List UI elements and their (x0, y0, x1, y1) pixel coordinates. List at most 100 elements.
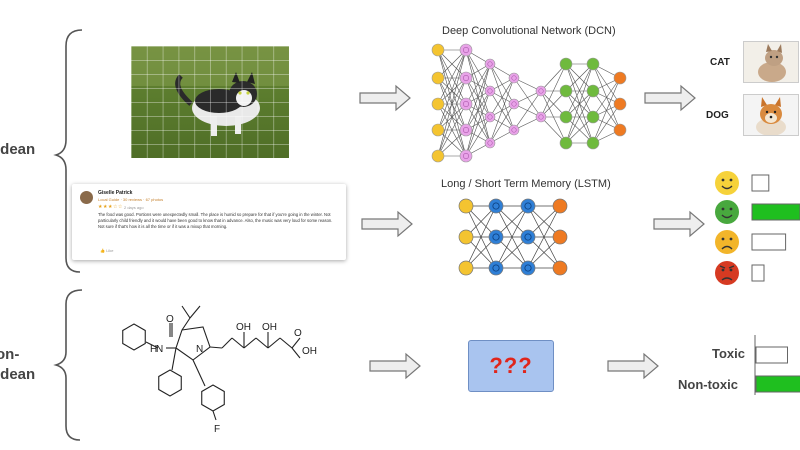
dcn-node-l2-n1 (484, 85, 496, 97)
dcn-node-l4-n0 (535, 85, 547, 97)
dcn-edge (437, 77, 467, 105)
dcn-node-l0-n4 (431, 149, 445, 163)
dcn-node-l3-n1 (508, 98, 520, 110)
dcn-node-l1-n0 (459, 43, 473, 57)
dcn-node-l6-n1 (586, 84, 600, 98)
dcn-title: Deep Convolutional Network (DCN) (442, 25, 616, 37)
face-disc (715, 261, 739, 285)
dcn-node-l5-n2 (559, 110, 573, 124)
molecule-atom-5: OH (236, 322, 251, 333)
dcn-edge (437, 77, 467, 157)
face-brow-right (728, 265, 735, 269)
molecule-bond-8 (192, 359, 206, 387)
dcn-edge (437, 103, 467, 157)
lstm-edge (495, 236, 529, 269)
dcn-node-ring (462, 46, 469, 53)
dcn-edge (465, 63, 491, 105)
phenyl-ring-top (122, 323, 146, 351)
molecule-bond-18 (291, 347, 301, 359)
top-brace (53, 29, 83, 273)
dcn-node-l0-n2 (431, 97, 445, 111)
lstm-node-ring (524, 233, 532, 241)
dcn-edge (489, 77, 515, 118)
bottom-side-label-line1: on- (0, 346, 20, 363)
dcn-node-l3-n0 (508, 72, 520, 84)
face-mouth (721, 214, 733, 219)
lstm-edge (465, 205, 497, 269)
face-eye-left (721, 237, 725, 241)
block-arrow-3 (644, 84, 696, 112)
molecule-bond-7 (171, 347, 177, 371)
dcn-node-ring (462, 101, 469, 108)
dcn-node-l5-n1 (559, 84, 573, 98)
review-text: The food was good. Portions were unexpec… (98, 212, 333, 229)
review-like-label: Like (106, 248, 114, 253)
molecule-bond-1 (145, 341, 159, 349)
lstm-node-l2-n0 (520, 198, 536, 214)
dcn-node-ring (462, 127, 469, 134)
dcn-edge (465, 63, 491, 131)
face-eye-right (729, 268, 733, 272)
dcn-edge (465, 116, 491, 157)
dcn-edge (592, 63, 621, 105)
dcn-node-l1-n3 (459, 123, 473, 137)
dcn-edge (465, 90, 491, 157)
bottom-side-label-line2: idean (0, 366, 36, 383)
dcn-edge (489, 77, 515, 144)
molecule-atom-8: OH (302, 346, 317, 357)
fluorophenyl-ring (201, 384, 225, 412)
lstm-edge (527, 236, 561, 269)
pyrrole-ring (175, 326, 211, 361)
block-arrow-2 (361, 210, 413, 238)
molecule-bond-12 (231, 337, 245, 349)
lstm-node-l1-n2 (488, 260, 504, 276)
lstm-node-l2-n2 (520, 260, 536, 276)
dcn-node-ring (511, 101, 517, 107)
dcn-node-ring (487, 140, 493, 146)
face-eye-right (729, 178, 733, 182)
sentiment-bar-4 (751, 264, 765, 282)
lstm-node-l2-n1 (520, 229, 536, 245)
dcn-edge (565, 63, 594, 92)
reviewer-avatar (80, 191, 93, 204)
lstm-node-ring (524, 264, 532, 272)
dcn-edge (565, 63, 594, 144)
block-arrow-6 (607, 352, 659, 380)
toxicity-bar-2 (755, 375, 800, 393)
molecule-atom-7: O (294, 328, 302, 339)
molecule-bond-13 (243, 337, 257, 349)
dcn-node-l7-n1 (613, 97, 627, 111)
unknown-model-text: ??? (489, 353, 533, 378)
dcn-edge (489, 103, 515, 144)
face-disc (715, 200, 739, 224)
dcn-node-l5-n0 (559, 57, 573, 71)
dcn-node-l2-n0 (484, 58, 496, 70)
dcn-edge (437, 129, 467, 157)
face-mouth (721, 245, 733, 250)
dcn-node-l6-n2 (586, 110, 600, 124)
face-mouth (721, 277, 733, 281)
sad-face-icon (715, 230, 739, 254)
smile-face-icon (715, 200, 739, 224)
molecule-bond-17 (291, 337, 301, 349)
dcn-node-l0-n0 (431, 43, 445, 57)
dcn-edge (437, 49, 467, 79)
face-eye-left (721, 268, 725, 272)
class-label-cat: CAT (710, 57, 730, 68)
dcn-node-l1-n1 (459, 71, 473, 85)
thumbs-up-icon: 👍 (100, 248, 105, 253)
dcn-node-l7-n2 (613, 123, 627, 137)
sentiment-bar-3 (751, 233, 787, 251)
dcn-edge (540, 63, 567, 118)
review-like: 👍 Like (100, 248, 113, 253)
dcn-node-l0-n3 (431, 123, 445, 137)
dcn-node-l4-n1 (535, 111, 547, 123)
top-side-label: idean (0, 141, 36, 158)
dcn-node-ring (487, 61, 493, 67)
sentiment-bar-1 (751, 174, 770, 192)
cat-photo (131, 46, 289, 158)
reviewer-meta: Local Guide · 30 reviews · 67 photos (98, 197, 164, 202)
molecule-bond-11 (221, 337, 233, 349)
dcn-edge (592, 77, 621, 144)
molecule-atom-6: OH (262, 322, 277, 333)
